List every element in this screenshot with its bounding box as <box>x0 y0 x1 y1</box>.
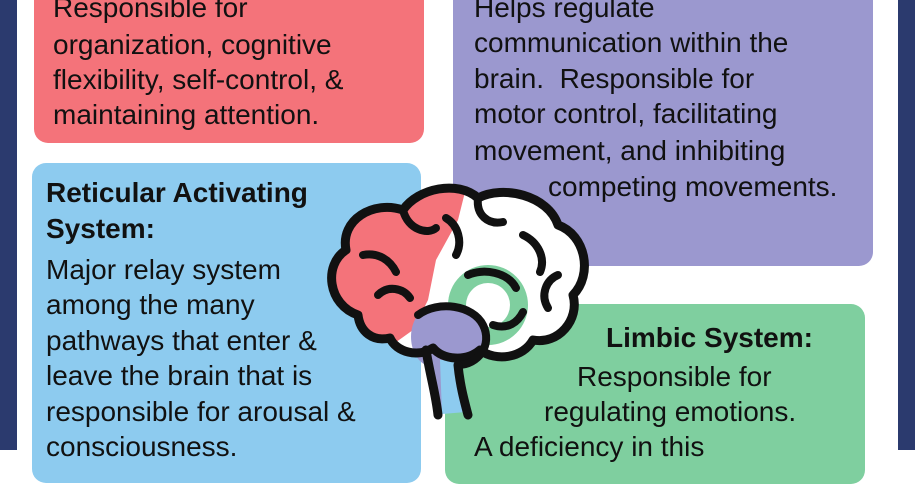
basal-ganglia-line: motor control, facilitating <box>474 98 778 129</box>
prefrontal-line: maintaining attention. <box>53 99 320 130</box>
reticular-line: pathways that enter & <box>46 325 317 356</box>
reticular-heading: System: <box>46 213 155 244</box>
prefrontal-line: flexibility, self-control, & <box>53 64 344 95</box>
brain-icon <box>327 183 589 420</box>
limbic-line: Responsible for <box>577 361 772 392</box>
prefrontal-line: organization, cognitive <box>53 29 332 60</box>
reticular-line: Major relay system <box>46 254 281 285</box>
frame-border-left <box>0 0 17 450</box>
reticular-line: leave the brain that is <box>46 360 313 391</box>
basal-ganglia-line: brain. Responsible for <box>474 63 755 94</box>
limbic-line: A deficiency in this <box>474 431 705 462</box>
prefrontal-cortex-box <box>34 0 424 143</box>
reticular-heading: Reticular Activating <box>46 177 308 208</box>
reticular-line: consciousness. <box>46 431 238 462</box>
basal-ganglia-line: communication within the <box>474 27 789 58</box>
reticular-line: among the many <box>46 289 255 320</box>
basal-ganglia-line: competing movements. <box>548 171 838 202</box>
limbic-heading: Limbic System: <box>606 322 813 353</box>
frame-border-right <box>898 0 915 450</box>
reticular-line: responsible for arousal & <box>46 396 356 427</box>
limbic-line: regulating emotions. <box>544 396 797 427</box>
basal-ganglia-line: Helps regulate <box>474 0 655 23</box>
prefrontal-line: Responsible for <box>53 0 248 23</box>
basal-ganglia-line: movement, and inhibiting <box>474 135 786 166</box>
